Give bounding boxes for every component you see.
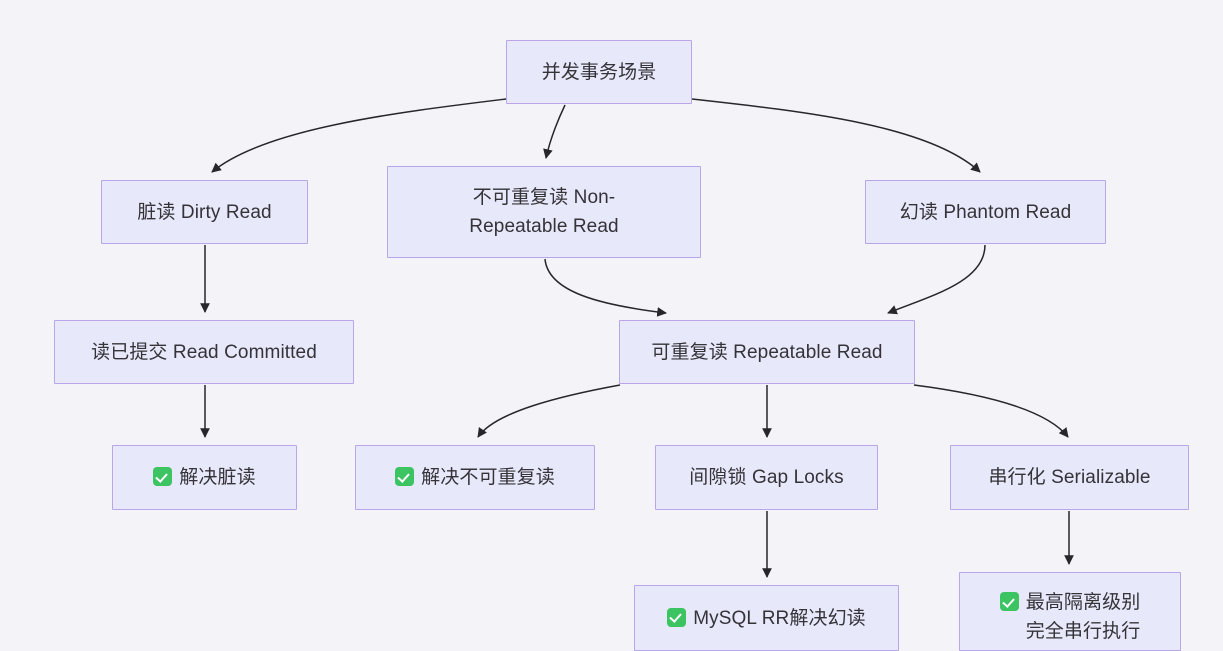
node-solves-dirty-read-label: 解决脏读 xyxy=(179,467,256,488)
node-non-repeatable-read-label: 不可重复读 Non- Repeatable Read xyxy=(469,187,619,237)
node-solves-non-repeatable-read[interactable]: 解决不可重复读 xyxy=(355,445,595,510)
node-serializable[interactable]: 串行化 Serializable xyxy=(950,445,1189,510)
edge-rr-fixnonrep xyxy=(477,384,621,438)
node-highest-isolation[interactable]: 最高隔离级别 完全串行执行 xyxy=(959,572,1181,651)
node-root[interactable]: 并发事务场景 xyxy=(506,40,692,104)
node-mysql-rr-solves-phantom[interactable]: MySQL RR解决幻读 xyxy=(634,585,899,651)
check-icon xyxy=(667,607,687,627)
node-phantom-read[interactable]: 幻读 Phantom Read xyxy=(865,180,1106,244)
node-read-committed[interactable]: 读已提交 Read Committed xyxy=(54,320,354,384)
edge-rr-serial xyxy=(913,384,1069,438)
node-dirty-read[interactable]: 脏读 Dirty Read xyxy=(101,180,308,244)
node-solves-non-repeatable-read-label: 解决不可重复读 xyxy=(421,467,555,488)
edge-root-dirty xyxy=(211,98,507,173)
node-root-label: 并发事务场景 xyxy=(541,61,657,83)
node-serializable-label: 串行化 Serializable xyxy=(988,467,1151,488)
edge-root-phantom xyxy=(691,98,981,173)
node-dirty-read-label: 脏读 Dirty Read xyxy=(137,201,272,223)
node-solves-dirty-read[interactable]: 解决脏读 xyxy=(112,445,297,510)
check-icon xyxy=(395,467,415,486)
node-highest-isolation-label: 最高隔离级别 完全串行执行 xyxy=(1025,592,1141,642)
node-non-repeatable-read[interactable]: 不可重复读 Non- Repeatable Read xyxy=(387,166,701,258)
node-phantom-read-label: 幻读 Phantom Read xyxy=(899,201,1072,223)
node-gap-locks[interactable]: 间隙锁 Gap Locks xyxy=(655,445,878,510)
edge-nonrep-rr xyxy=(544,258,667,317)
node-gap-locks-label: 间隙锁 Gap Locks xyxy=(689,467,844,488)
node-read-committed-label: 读已提交 Read Committed xyxy=(91,341,317,363)
edge-phantom-rr xyxy=(887,244,986,315)
node-mysql-rr-solves-phantom-label: MySQL RR解决幻读 xyxy=(693,607,866,629)
edge-root-nonrep xyxy=(543,104,566,159)
check-icon xyxy=(999,592,1019,611)
node-repeatable-read-label: 可重复读 Repeatable Read xyxy=(651,341,883,363)
check-icon xyxy=(153,467,173,486)
node-repeatable-read[interactable]: 可重复读 Repeatable Read xyxy=(619,320,915,384)
